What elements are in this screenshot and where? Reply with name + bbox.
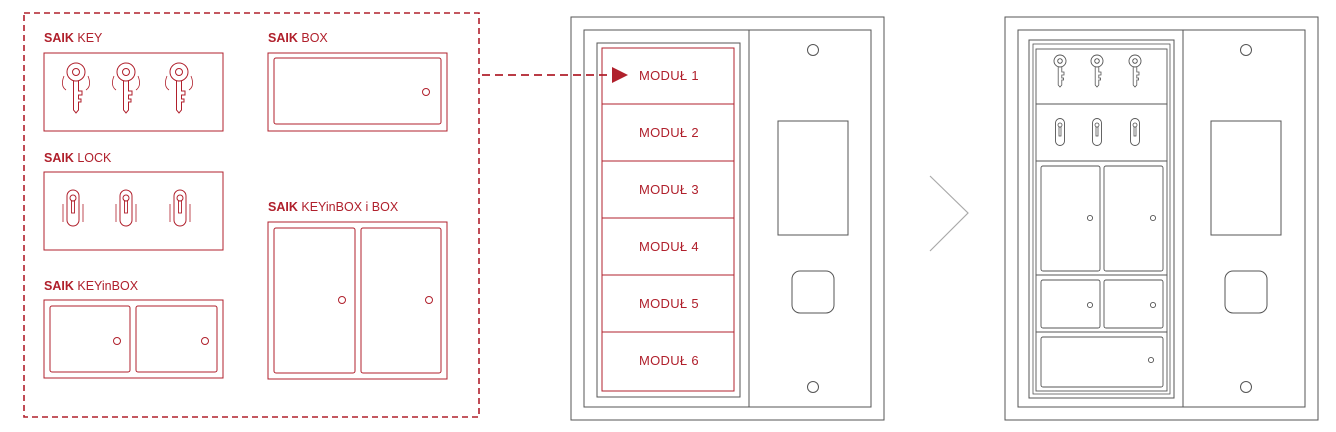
screw-icon [807, 44, 819, 56]
reader-pad [791, 270, 835, 314]
module-label-4: MODUŁ 4 [639, 239, 699, 254]
lock-cylinder-icon [1092, 118, 1102, 146]
display-panel [1210, 120, 1282, 236]
lock-cylinder-icon [115, 189, 137, 227]
saik-keyinbox-module[interactable] [43, 299, 224, 379]
chevron-right-icon [929, 175, 969, 252]
lock-cylinder-icon [62, 189, 84, 227]
display-panel [777, 120, 849, 236]
reader-pad [1224, 270, 1268, 314]
saik-key-label: SAIK KEY [44, 31, 103, 45]
saik-box-label: SAIK BOX [268, 31, 328, 45]
lock-cylinder-icon [1130, 118, 1140, 146]
lock-cylinder-icon [1055, 118, 1065, 146]
module-label-3: MODUŁ 3 [639, 182, 699, 197]
module-label-2: MODUŁ 2 [639, 125, 699, 140]
saik-keyinbox-i-box-label: SAIK KEYinBOX i BOX [268, 200, 399, 214]
saik-keyinbox-label: SAIK KEYinBOX [44, 279, 139, 293]
key-icon [1053, 54, 1067, 88]
key-icon [111, 62, 141, 114]
screw-icon [1240, 44, 1252, 56]
cabinet-empty [570, 16, 885, 421]
module-slots [601, 47, 735, 392]
module-label-1: MODUŁ 1 [639, 68, 699, 83]
module-label-5: MODUŁ 5 [639, 296, 699, 311]
key-icon [164, 62, 194, 114]
keyhole-icon [201, 337, 209, 345]
module-label-6: MODUŁ 6 [639, 353, 699, 368]
screw-icon [1240, 381, 1252, 393]
key-icon [1128, 54, 1142, 88]
keyhole-icon [113, 337, 121, 345]
cabinet-filled [1004, 16, 1319, 421]
key-icon [61, 62, 91, 114]
key-icon [1090, 54, 1104, 88]
palette-frame [23, 12, 480, 418]
saik-lock-label: SAIK LOCK [44, 151, 112, 165]
keyhole-icon [425, 296, 433, 304]
keyhole-icon [338, 296, 346, 304]
screw-icon [807, 381, 819, 393]
saik-key-module[interactable] [43, 52, 224, 132]
arrow-right-icon [612, 67, 628, 83]
saik-box-module[interactable] [267, 52, 448, 132]
saik-lock-module[interactable] [43, 171, 224, 251]
lock-cylinder-icon [169, 189, 191, 227]
keyhole-icon [422, 88, 430, 96]
saik-keyinbox-i-box-module[interactable] [267, 221, 448, 380]
